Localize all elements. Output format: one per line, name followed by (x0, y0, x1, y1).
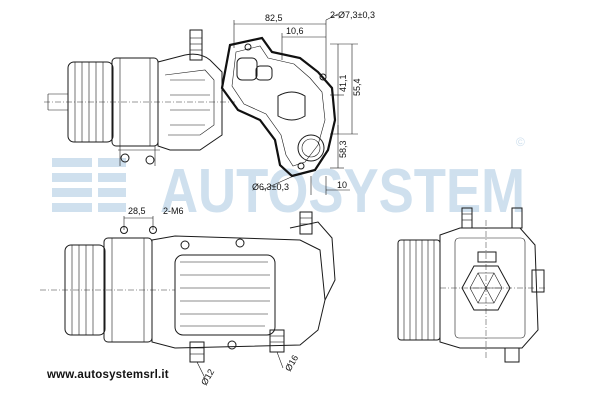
top-fitting-upper (189, 29, 203, 61)
dim-label-2-d7-3: 2-Ø7,3±0,3 (330, 10, 375, 20)
dim-label-d16: Ø16 (283, 353, 300, 373)
dim-label-28-5: 28,5 (128, 206, 146, 216)
watermark: AUTOSYSTEM © (52, 135, 525, 226)
dim-label-41-1: 41,1 (338, 74, 348, 92)
dim-label-d12: Ø12 (199, 367, 216, 387)
website-url: www.autosystemsrl.it (47, 369, 169, 381)
top-dimension-lines (233, 13, 358, 195)
bottom-fitting-d12 (189, 341, 206, 379)
side-view (397, 207, 545, 363)
watermark-text: AUTOSYSTEM (160, 157, 525, 226)
dim-label-82-5: 82,5 (265, 13, 283, 23)
dim-label-58-3: 58,3 (338, 140, 348, 158)
dim-label-d6-3: Ø6,3±0,3 (252, 182, 289, 192)
watermark-copyright-icon: © (516, 135, 525, 149)
bottom-filter-cap (40, 237, 175, 343)
bottom-fitting-d16 (269, 329, 285, 369)
top-housing-body (118, 29, 223, 166)
bottom-view: 28,5 2-M6 Ø12 Ø16 (40, 206, 336, 387)
bottom-m6-studs (120, 216, 157, 234)
top-gasket-flange (220, 36, 337, 178)
bottom-housing-body (120, 211, 336, 379)
dim-label-10-6: 10,6 (286, 26, 304, 36)
watermark-logo-icon (52, 158, 126, 212)
dim-label-10: 10 (337, 180, 347, 190)
dim-label-2-m6: 2-M6 (163, 206, 184, 216)
top-view: 82,5 2-Ø7,3±0,3 10,6 41,1 55,4 58,3 Ø6,3… (44, 10, 375, 195)
top-filter-cap (44, 57, 235, 147)
dim-label-55-4: 55,4 (352, 78, 362, 96)
